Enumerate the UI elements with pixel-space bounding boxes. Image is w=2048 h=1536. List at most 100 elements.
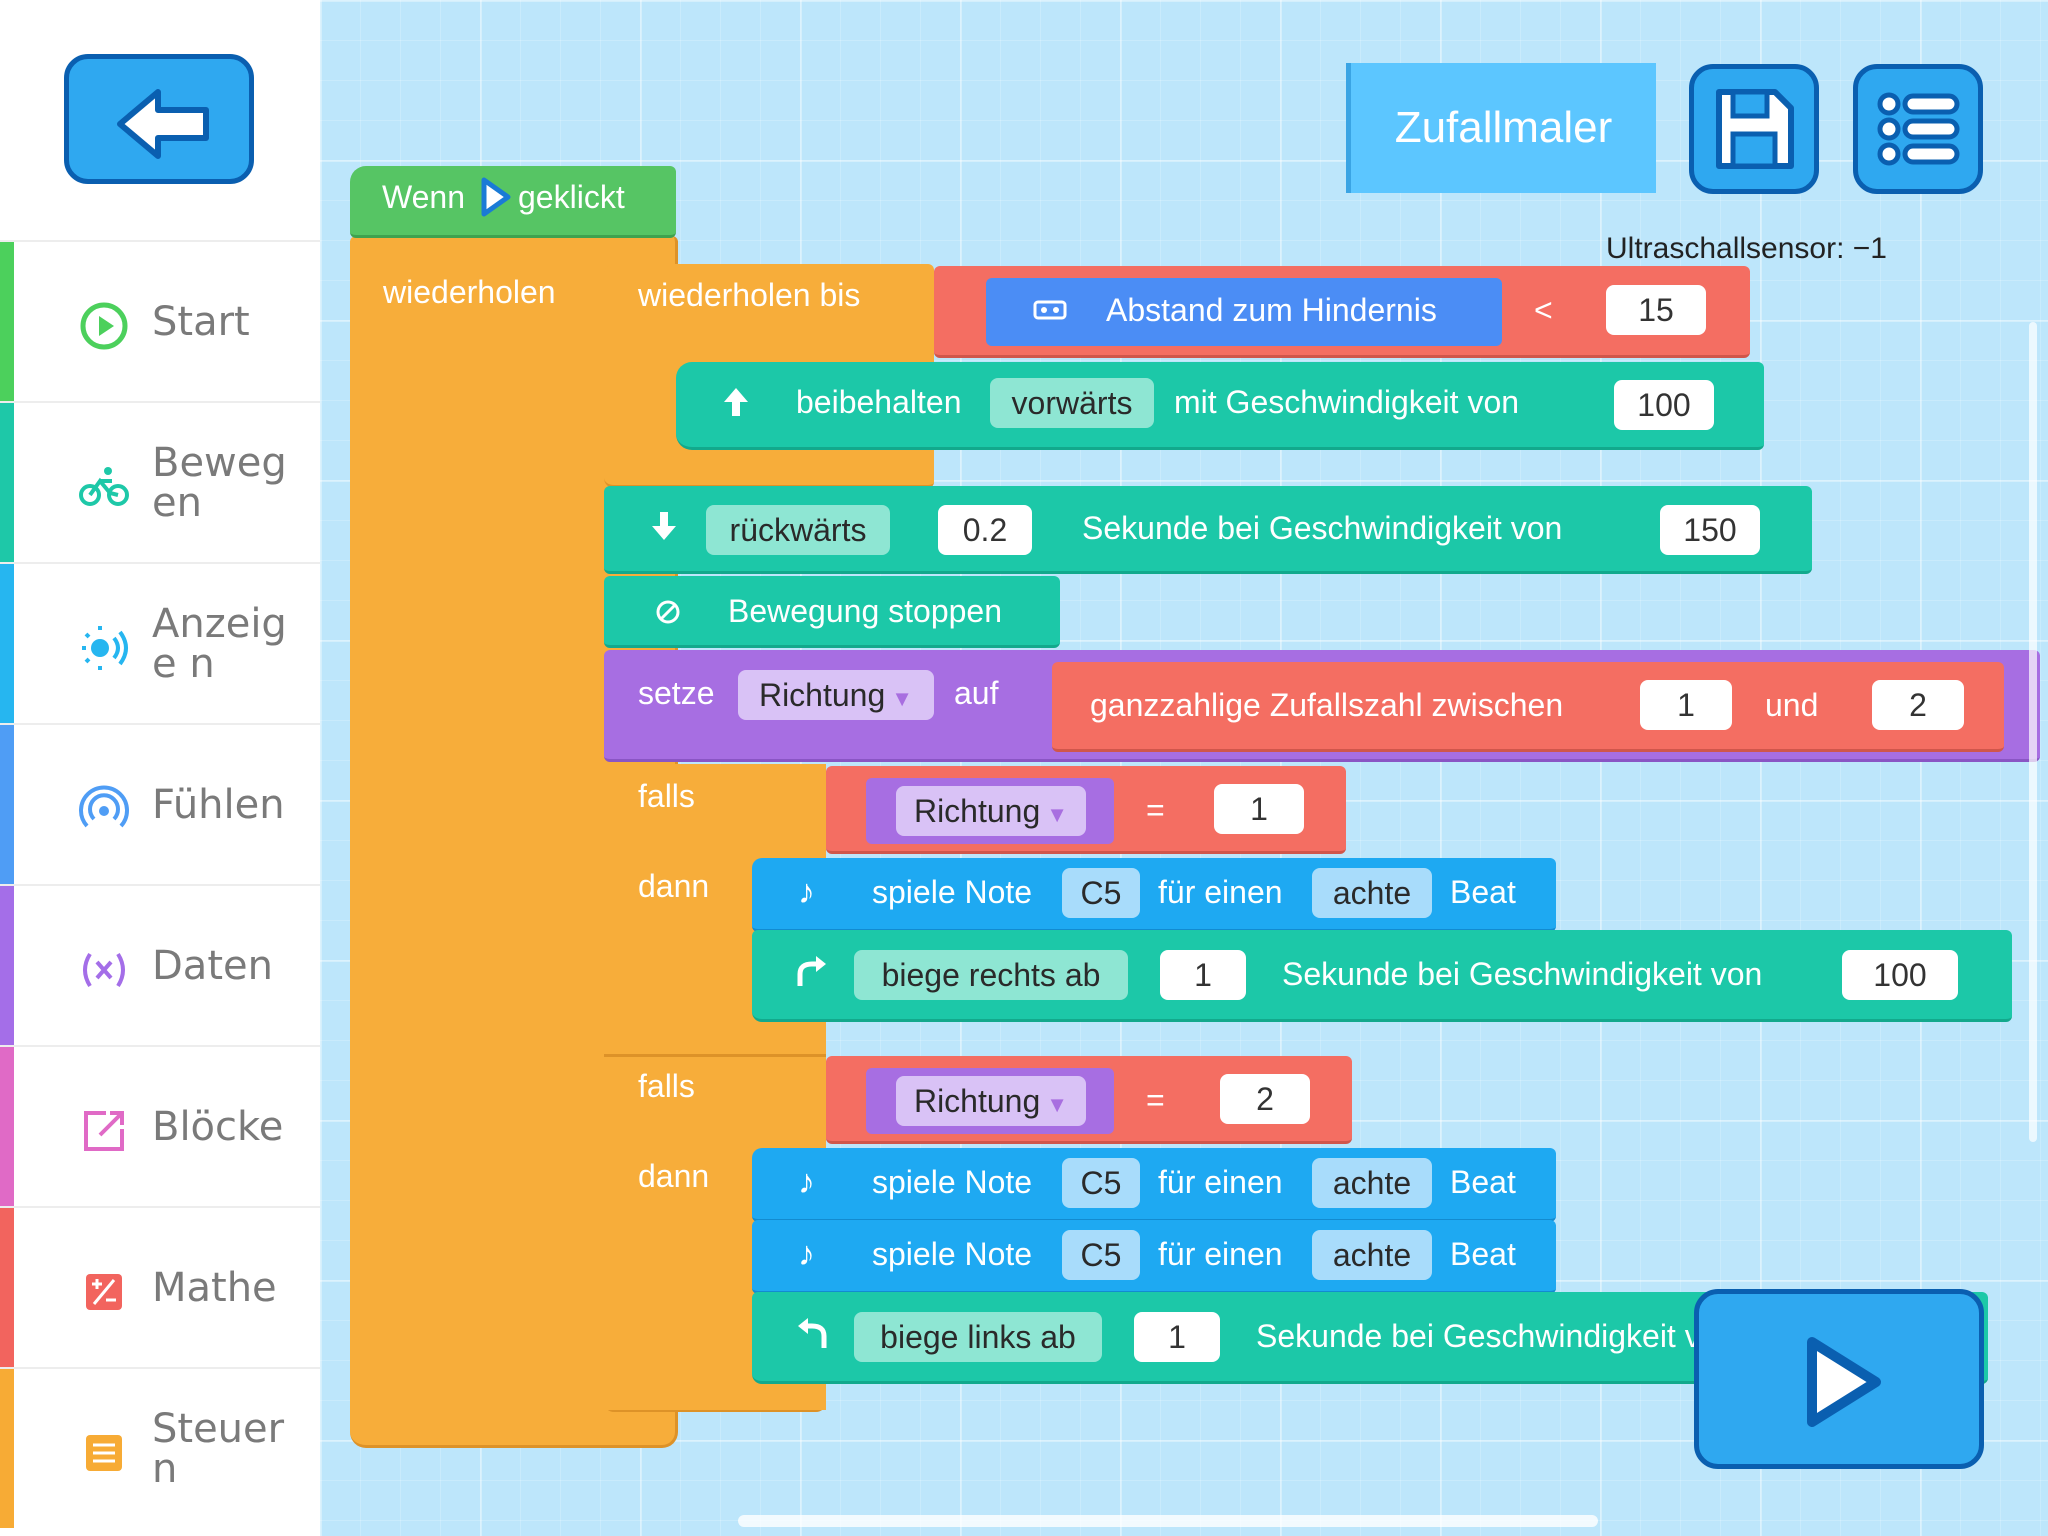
- category-display[interactable]: Anzeige n: [0, 562, 320, 723]
- backward-label: Sekunde bei Geschwindigkeit von: [1082, 510, 1563, 546]
- keep-moving-speed-label: mit Geschwindigkeit von: [1174, 384, 1520, 420]
- forever-label: wiederholen: [383, 274, 556, 310]
- category-color-bar: [0, 1208, 14, 1367]
- menu-button[interactable]: [1853, 64, 1983, 194]
- speed-input[interactable]: 100: [1614, 380, 1714, 430]
- if1-compare-input[interactable]: 1: [1214, 784, 1304, 834]
- distance-sensor-label: Abstand zum Hindernis: [1106, 292, 1437, 328]
- keep-moving-block[interactable]: [676, 362, 1764, 450]
- category-math[interactable]: Mathe: [0, 1206, 320, 1367]
- category-sidebar: Start Beweg en Anzeige n Fühlen Daten Bl…: [0, 0, 320, 1536]
- turn-direction-dropdown[interactable]: biege rechts ab: [854, 950, 1128, 1000]
- note-dropdown[interactable]: C5: [1062, 1158, 1140, 1208]
- hat-label-clicked: geklickt: [518, 179, 625, 215]
- for-a-label: für einen: [1158, 1236, 1283, 1272]
- project-name-field[interactable]: Zufallmaler: [1346, 63, 1656, 193]
- light-sound-icon: [82, 626, 128, 670]
- turn-left-duration-input[interactable]: 1: [1134, 1312, 1220, 1362]
- category-label: Beweg en: [152, 439, 287, 526]
- category-sensing[interactable]: Fühlen: [0, 723, 320, 884]
- threshold-input[interactable]: 15: [1606, 285, 1706, 335]
- turn-speed-label: Sekunde bei Geschwindigkeit von: [1282, 956, 1763, 992]
- and-label: und: [1765, 687, 1819, 723]
- ultrasonic-sensor-icon: [1033, 300, 1067, 320]
- backward-speed-input[interactable]: 150: [1660, 505, 1760, 555]
- play-icon: [1807, 1337, 1881, 1427]
- set-label: setze: [638, 675, 715, 711]
- arrow-down-icon: [652, 512, 676, 540]
- stop-moving-block[interactable]: [604, 576, 1060, 648]
- if2-compare-input[interactable]: 2: [1220, 1074, 1310, 1124]
- category-label: Fühlen: [152, 781, 285, 828]
- variable-x-icon: [83, 952, 125, 988]
- stop-moving-label: Bewegung stoppen: [728, 593, 1002, 629]
- for-a-label: für einen: [1158, 1164, 1283, 1200]
- play-circle-icon: [80, 302, 128, 350]
- random-max-input[interactable]: 2: [1872, 680, 1964, 730]
- turn-speed-input[interactable]: 100: [1842, 950, 1958, 1000]
- category-start[interactable]: Start: [0, 240, 320, 401]
- category-data[interactable]: Daten: [0, 884, 320, 1045]
- category-label: Daten: [152, 942, 273, 989]
- backward-direction-dropdown[interactable]: rückwärts: [706, 505, 890, 555]
- if-label: falls: [638, 778, 695, 814]
- sensor-readout: Ultraschallsensor: −1: [1606, 232, 1887, 265]
- run-button[interactable]: [1694, 1289, 1984, 1469]
- turn-left-icon: [798, 1318, 827, 1348]
- category-color-bar: [0, 1369, 14, 1528]
- play-note-label: spiele Note: [872, 874, 1033, 910]
- random-number-operator[interactable]: [1052, 662, 2004, 752]
- distance-sensor-reporter[interactable]: [986, 278, 1502, 346]
- play-flag-icon: [481, 177, 511, 217]
- category-label: Anzeige n: [152, 600, 287, 687]
- if2-variable-dropdown[interactable]: Richtung▼: [896, 1076, 1086, 1126]
- less-than-symbol: <: [1534, 292, 1553, 328]
- music-note-icon: ♪: [798, 1235, 815, 1273]
- save-button[interactable]: [1689, 64, 1819, 194]
- repeat-until-label: wiederholen bis: [638, 277, 861, 313]
- category-label: Mathe: [152, 1264, 277, 1311]
- arrow-up-icon: [724, 388, 748, 416]
- hat-label-when: Wenn: [382, 179, 466, 215]
- category-color-bar: [0, 564, 14, 723]
- random-min-input[interactable]: 1: [1640, 680, 1732, 730]
- stop-icon: [656, 600, 680, 624]
- edit-box-icon: [84, 1111, 124, 1151]
- list-menu-icon: [1877, 92, 1960, 166]
- beat-label: Beat: [1450, 1164, 1516, 1200]
- when-clicked-block[interactable]: [350, 166, 676, 238]
- horizontal-scrollbar[interactable]: [738, 1515, 1598, 1527]
- category-color-bar: [0, 403, 14, 562]
- beat-dropdown[interactable]: achte: [1312, 868, 1432, 918]
- beat-label: Beat: [1450, 1236, 1516, 1272]
- category-color-bar: [0, 886, 14, 1045]
- if-label: falls: [638, 1068, 695, 1104]
- category-color-bar: [0, 242, 14, 401]
- category-label: Steuern: [152, 1405, 285, 1492]
- category-color-bar: [0, 725, 14, 884]
- sensor-waves-icon: [79, 785, 129, 828]
- back-button[interactable]: [64, 54, 254, 184]
- keep-moving-label: beibehalten: [796, 384, 962, 420]
- variable-dropdown[interactable]: Richtung▼: [738, 670, 934, 720]
- direction-dropdown[interactable]: vorwärts: [990, 378, 1154, 428]
- note-dropdown[interactable]: C5: [1062, 868, 1140, 918]
- then-label: dann: [638, 1158, 710, 1194]
- beat-dropdown[interactable]: achte: [1312, 1158, 1432, 1208]
- music-note-icon: ♪: [798, 873, 815, 911]
- equals-symbol: =: [1146, 1082, 1165, 1118]
- back-arrow-icon: [117, 89, 209, 159]
- category-label: Start: [152, 298, 250, 345]
- vertical-scrollbar[interactable]: [2029, 322, 2037, 1142]
- beat-dropdown[interactable]: achte: [1312, 1230, 1432, 1280]
- to-label: auf: [954, 675, 999, 711]
- turn-left-direction-dropdown[interactable]: biege links ab: [854, 1312, 1102, 1362]
- turn-duration-input[interactable]: 1: [1160, 950, 1246, 1000]
- note-dropdown[interactable]: C5: [1062, 1230, 1140, 1280]
- if1-variable-dropdown[interactable]: Richtung▼: [896, 786, 1086, 836]
- category-control[interactable]: Steuern: [0, 1367, 320, 1528]
- duration-input[interactable]: 0.2: [938, 505, 1032, 555]
- category-blocks[interactable]: Blöcke: [0, 1045, 320, 1206]
- category-move[interactable]: Beweg en: [0, 401, 320, 562]
- music-note-icon: ♪: [798, 1163, 815, 1201]
